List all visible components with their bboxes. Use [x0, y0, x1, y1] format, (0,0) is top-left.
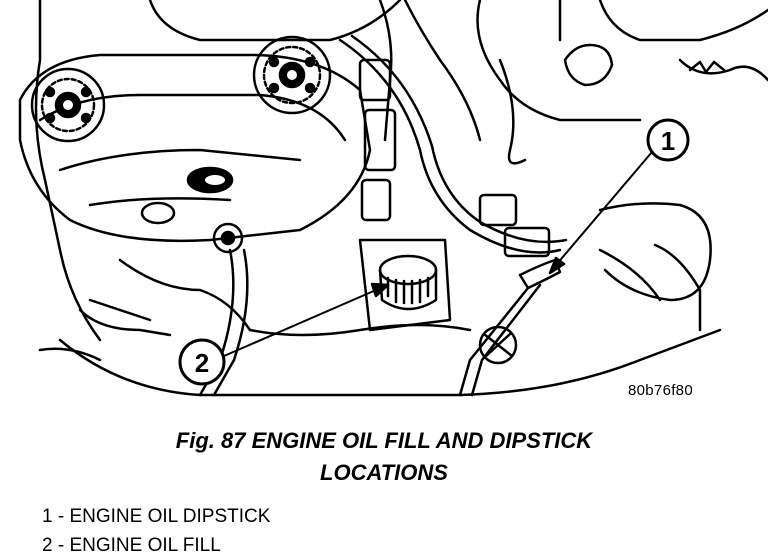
callout-1: 1	[548, 118, 690, 275]
figure-caption: Fig. 87 ENGINE OIL FILL AND DIPSTICK LOC…	[0, 425, 768, 489]
oil-dipstick	[458, 258, 562, 397]
oil-fill-cap	[358, 238, 452, 332]
callout-1-leader	[555, 151, 653, 266]
callout-2-number: 2	[195, 348, 209, 378]
legend-item-2: 2 - ENGINE OIL FILL	[42, 535, 221, 556]
left-sprocket	[30, 67, 106, 143]
legend: 1 - ENGINE OIL DIPSTICK 2 - ENGINE OIL F…	[42, 502, 270, 560]
lower-left-hardware	[38, 298, 172, 362]
right-sprocket	[252, 35, 332, 115]
callout-2-leader	[223, 289, 377, 357]
caption-line-2: LOCATIONS	[320, 460, 448, 485]
callout-1-arrowhead	[548, 256, 566, 275]
callout-2: 2	[178, 282, 390, 386]
engine-illustration: 1 2	[18, 0, 768, 397]
caption-line-1: Fig. 87 ENGINE OIL FILL AND DIPSTICK	[175, 428, 593, 453]
engine-outline	[34, 0, 768, 397]
callout-2-arrowhead	[370, 282, 390, 298]
callout-1-number: 1	[661, 126, 675, 156]
connectors	[212, 43, 712, 332]
timing-cover	[18, 53, 372, 243]
figure-code: 80b76f80	[628, 382, 693, 399]
legend-item-1: 1 - ENGINE OIL DIPSTICK	[42, 506, 271, 527]
